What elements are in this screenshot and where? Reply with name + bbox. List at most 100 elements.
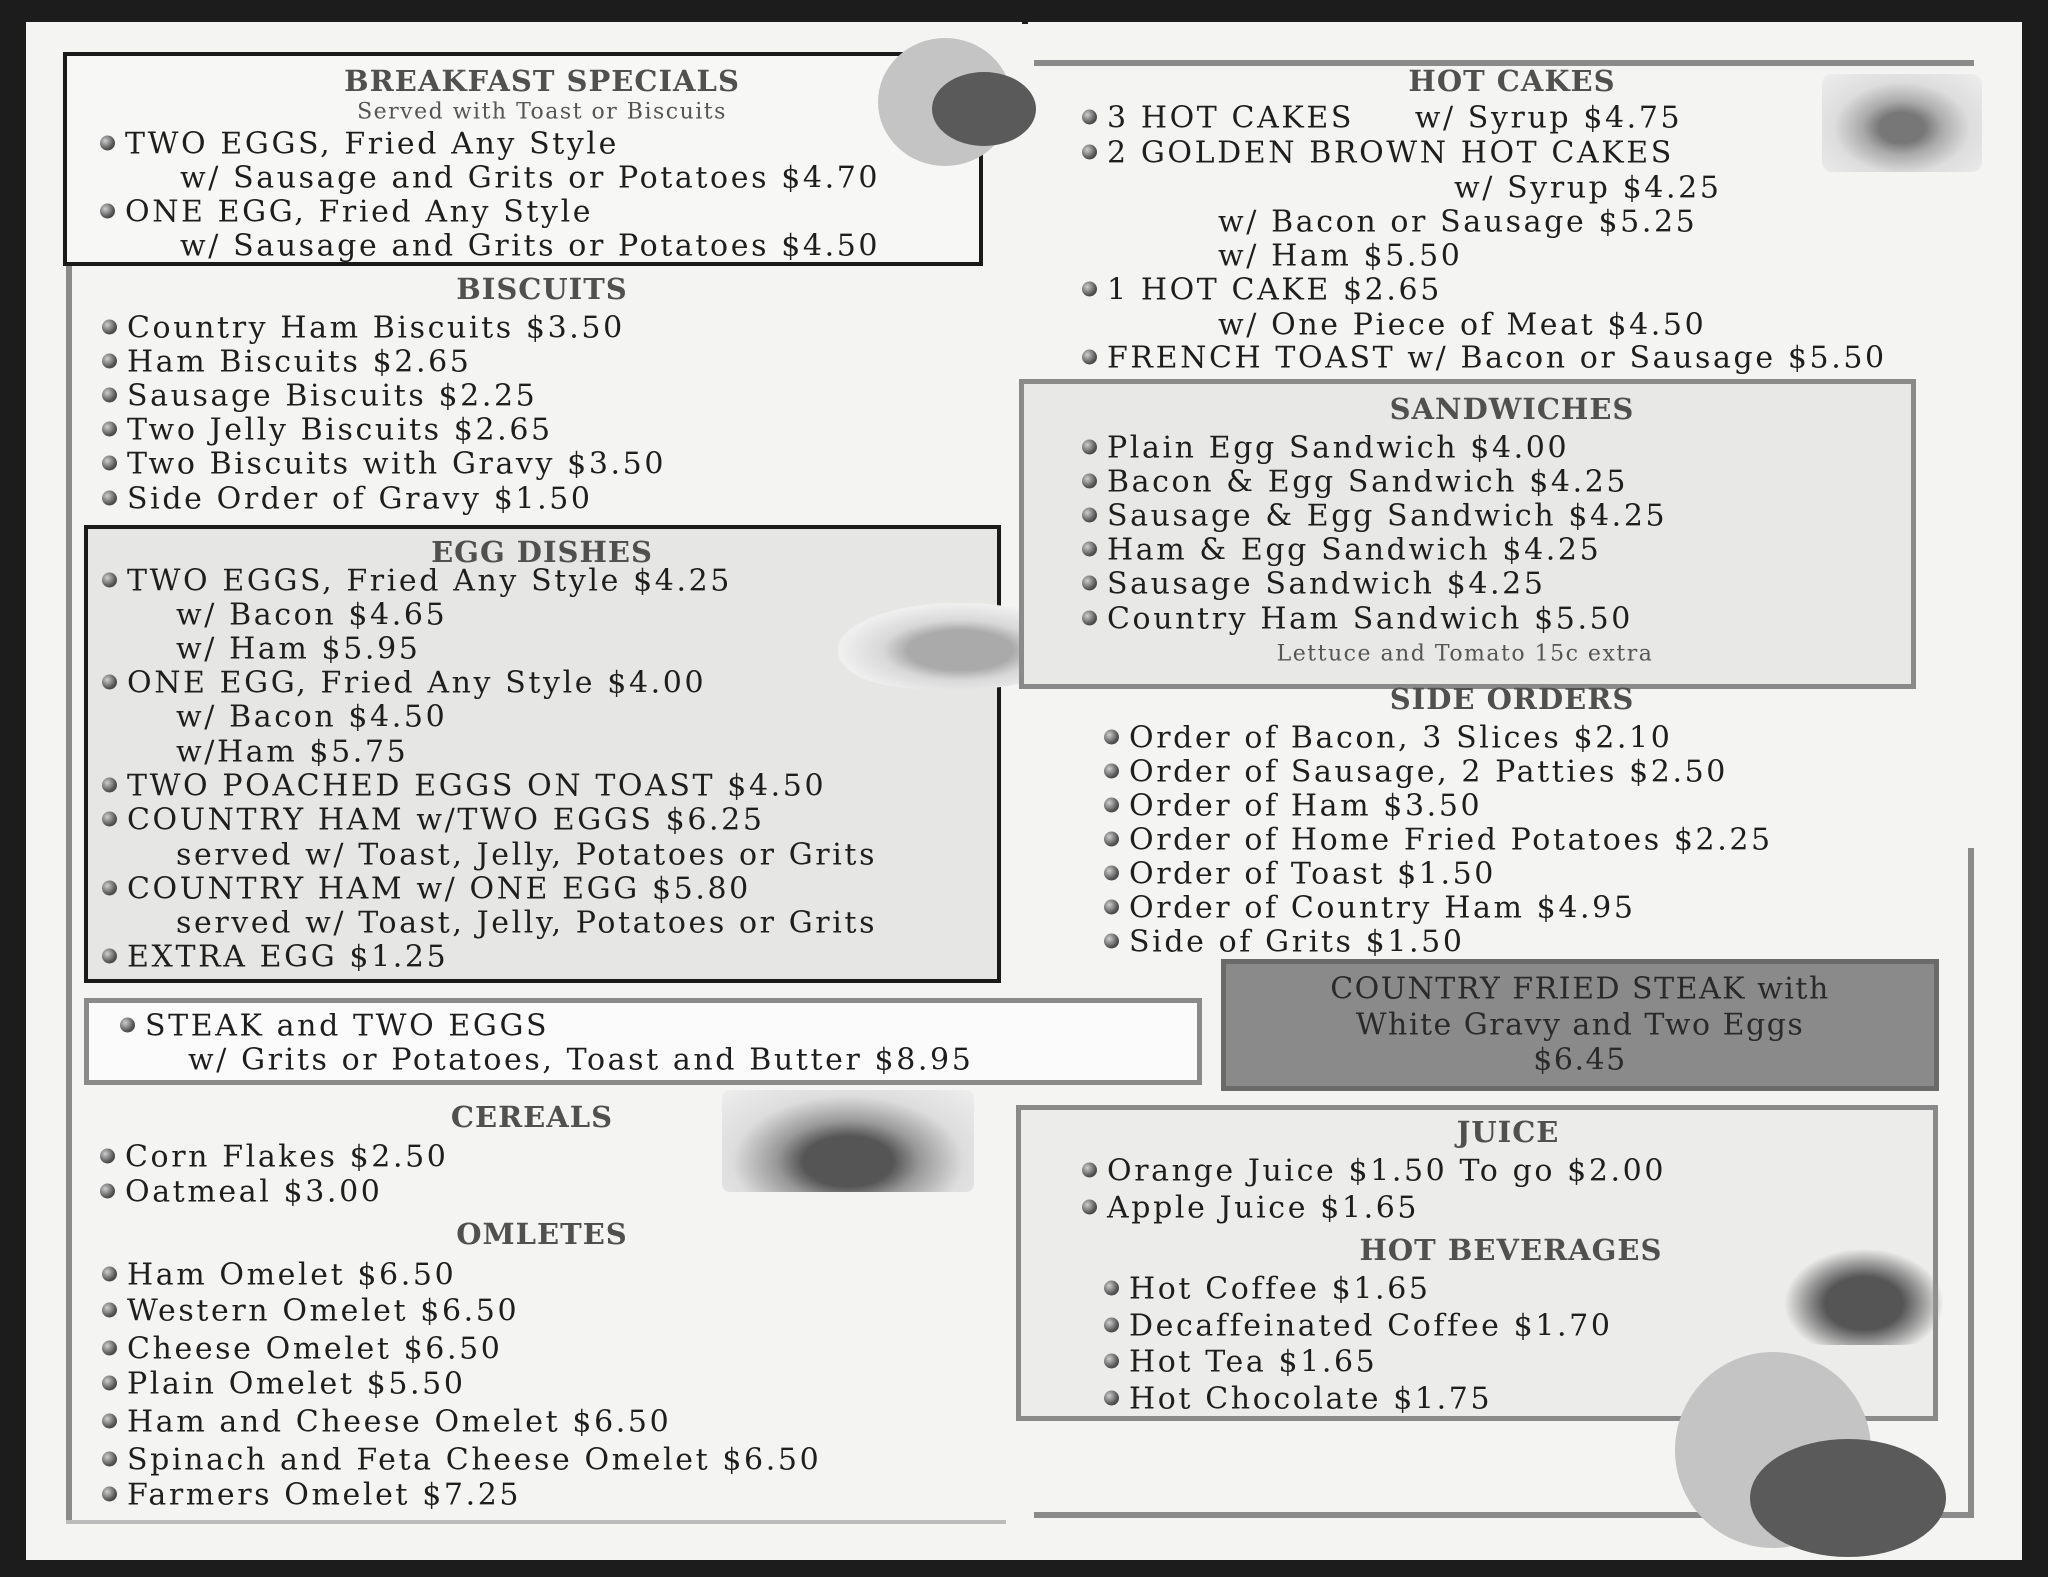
bullet-icon bbox=[102, 880, 117, 895]
bullet-icon bbox=[1104, 797, 1119, 812]
bullet-icon bbox=[1104, 899, 1119, 914]
item-text: w/ One Piece of Meat $4.50 bbox=[1218, 307, 1707, 343]
egg-dishes-item: served w/ Toast, Jelly, Potatoes or Grit… bbox=[176, 906, 877, 941]
sandwiches-item: Sausage & Egg Sandwich $4.25 bbox=[1082, 499, 1667, 534]
item-text: Apple Juice $1.65 bbox=[1107, 1190, 1420, 1226]
cereals-title: CEREALS bbox=[450, 1100, 614, 1134]
bullet-icon bbox=[1082, 610, 1097, 625]
bullet-icon bbox=[1104, 1353, 1119, 1368]
omeletes-item: Ham Omelet $6.50 bbox=[102, 1258, 456, 1293]
egg-dishes-item: w/ Bacon $4.50 bbox=[176, 700, 447, 735]
cereals-item: Corn Flakes $2.50 bbox=[100, 1140, 448, 1175]
omeletes-item: Western Omelet $6.50 bbox=[102, 1294, 519, 1329]
hot-cakes-item: w/ Bacon or Sausage $5.25 bbox=[1218, 205, 1697, 240]
country-fried-steak-line: $6.45 bbox=[1533, 1042, 1627, 1078]
egg-dishes-item: COUNTRY HAM w/ ONE EGG $5.80 bbox=[102, 872, 751, 907]
biscuits-item: Side Order of Gravy $1.50 bbox=[102, 482, 593, 517]
left-divider-line bbox=[66, 266, 72, 1522]
bullet-icon bbox=[1104, 1390, 1119, 1405]
item-text: Order of Toast $1.50 bbox=[1129, 856, 1496, 892]
omeletes-item: Ham and Cheese Omelet $6.50 bbox=[102, 1405, 671, 1440]
hot-cakes-item: 1 HOT CAKE $2.65 bbox=[1082, 273, 1442, 308]
side-orders-item: Side of Grits $1.50 bbox=[1104, 925, 1465, 960]
item-text: Orange Juice $1.50 To go $2.00 bbox=[1107, 1153, 1667, 1189]
bullet-icon bbox=[1082, 109, 1097, 124]
bullet-icon bbox=[102, 421, 117, 436]
bullet-icon bbox=[1082, 349, 1097, 364]
omeletes-title: OMLETES bbox=[456, 1217, 628, 1251]
item-text: w/ Grits or Potatoes, Toast and Butter $… bbox=[188, 1042, 974, 1078]
bullet-icon bbox=[1104, 933, 1119, 948]
item-text: w/ Syrup $4.25 bbox=[1454, 170, 1722, 206]
egg-dishes-item: TWO POACHED EGGS ON TOAST $4.50 bbox=[102, 769, 826, 804]
hot-cakes-item: w/ Syrup $4.25 bbox=[1454, 171, 1722, 206]
item-text: Order of Home Fried Potatoes $2.25 bbox=[1129, 822, 1773, 858]
item-text: w/ Bacon $4.50 bbox=[176, 699, 448, 735]
biscuits-item: Sausage Biscuits $2.25 bbox=[102, 379, 537, 414]
item-text: Hot Coffee $1.65 bbox=[1129, 1271, 1431, 1307]
item-text: EXTRA EGG $1.25 bbox=[127, 939, 449, 975]
item-text: STEAK and TWO EGGS bbox=[145, 1008, 550, 1044]
item-text: Western Omelet $6.50 bbox=[127, 1293, 520, 1329]
steak-eggs-item: STEAK and TWO EGGS bbox=[120, 1009, 549, 1044]
country-fried-steak-line: White Gravy and Two Eggs bbox=[1355, 1007, 1805, 1043]
item-text: Order of Sausage, 2 Patties $2.50 bbox=[1129, 754, 1728, 790]
bullet-icon bbox=[102, 1451, 117, 1466]
bullet-icon bbox=[1082, 575, 1097, 590]
sandwiches-item: Ham & Egg Sandwich $4.25 bbox=[1082, 533, 1601, 568]
hot-cakes-item: FRENCH TOAST w/ Bacon or Sausage $5.50 bbox=[1082, 341, 1887, 376]
side-orders-item: Order of Toast $1.50 bbox=[1104, 857, 1496, 892]
bullet-icon bbox=[1082, 1162, 1097, 1177]
item-text: Ham & Egg Sandwich $4.25 bbox=[1107, 532, 1602, 568]
breakfast-specials-box bbox=[63, 52, 983, 266]
bullet-icon bbox=[1104, 729, 1119, 744]
biscuits-item: Country Ham Biscuits $3.50 bbox=[102, 311, 625, 346]
item-text: Order of Bacon, 3 Slices $2.10 bbox=[1129, 720, 1673, 756]
item-text: w/Ham $5.75 bbox=[176, 734, 409, 770]
item-text: Bacon & Egg Sandwich $4.25 bbox=[1107, 464, 1629, 500]
sandwiches-note: Lettuce and Tomato 15c extra bbox=[1276, 641, 1654, 667]
hot-beverages-title: HOT BEVERAGES bbox=[1359, 1233, 1663, 1267]
bullet-icon bbox=[120, 1017, 135, 1032]
breakfast-specials-item: TWO EGGS, Fried Any Style bbox=[100, 127, 619, 162]
egg-dishes-item: w/ Ham $5.95 bbox=[176, 632, 420, 667]
item-text: Decaffeinated Coffee $1.70 bbox=[1129, 1308, 1613, 1344]
item-text: Ham Biscuits $2.65 bbox=[127, 344, 472, 380]
item-text: Order of Ham $3.50 bbox=[1129, 788, 1483, 824]
item-text: w/ Ham $5.95 bbox=[176, 631, 421, 667]
item-text: w/ Sausage and Grits or Potatoes $4.50 bbox=[180, 228, 881, 264]
bullet-icon bbox=[102, 319, 117, 334]
bullet-icon bbox=[1082, 507, 1097, 522]
juice-item: Apple Juice $1.65 bbox=[1082, 1191, 1419, 1226]
egg-dishes-box bbox=[84, 525, 1001, 983]
omeletes-item: Spinach and Feta Cheese Omelet $6.50 bbox=[102, 1443, 821, 1478]
side-orders-title: SIDE ORDERS bbox=[1389, 682, 1635, 716]
hot-cakes-title: HOT CAKES bbox=[1408, 64, 1616, 98]
item-text: Oatmeal $3.00 bbox=[125, 1174, 383, 1210]
omeletes-item: Cheese Omelet $6.50 bbox=[102, 1332, 503, 1367]
breakfast-specials-title: BREAKFAST SPECIALS bbox=[344, 64, 740, 98]
sandwiches-item: Sausage Sandwich $4.25 bbox=[1082, 567, 1546, 602]
breakfast-specials-item: w/ Sausage and Grits or Potatoes $4.50 bbox=[180, 229, 880, 264]
item-text: Ham Omelet $6.50 bbox=[127, 1257, 457, 1293]
item-text: Country Ham Sandwich $5.50 bbox=[1107, 601, 1633, 637]
item-text: TWO EGGS, Fried Any Style $4.25 bbox=[127, 563, 732, 599]
hot-cakes-item: 3 HOT CAKES w/ Syrup $4.75 bbox=[1082, 101, 1682, 136]
hot-beverages-item: Hot Coffee $1.65 bbox=[1104, 1272, 1431, 1307]
bullet-icon bbox=[1082, 144, 1097, 159]
hot-cakes-item: w/ One Piece of Meat $4.50 bbox=[1218, 308, 1706, 343]
item-text: Sausage Biscuits $2.25 bbox=[127, 378, 538, 414]
biscuits-item: Two Jelly Biscuits $2.65 bbox=[102, 413, 553, 448]
steak-plate-image bbox=[722, 1090, 974, 1192]
country-fried-steak-box bbox=[1221, 959, 1939, 1091]
item-text: w/ Bacon $4.65 bbox=[176, 597, 448, 633]
item-text: COUNTRY HAM w/ ONE EGG $5.80 bbox=[127, 871, 751, 907]
hot-beverages-item: Hot Chocolate $1.75 bbox=[1104, 1382, 1492, 1417]
item-text: Spinach and Feta Cheese Omelet $6.50 bbox=[127, 1442, 822, 1478]
item-text: TWO EGGS, Fried Any Style bbox=[125, 126, 619, 162]
bullet-icon bbox=[1104, 763, 1119, 778]
egg-dishes-item: EXTRA EGG $1.25 bbox=[102, 940, 448, 975]
item-text: Sausage & Egg Sandwich $4.25 bbox=[1107, 498, 1668, 534]
bullet-icon bbox=[100, 203, 115, 218]
right-top-line bbox=[1034, 60, 1974, 66]
